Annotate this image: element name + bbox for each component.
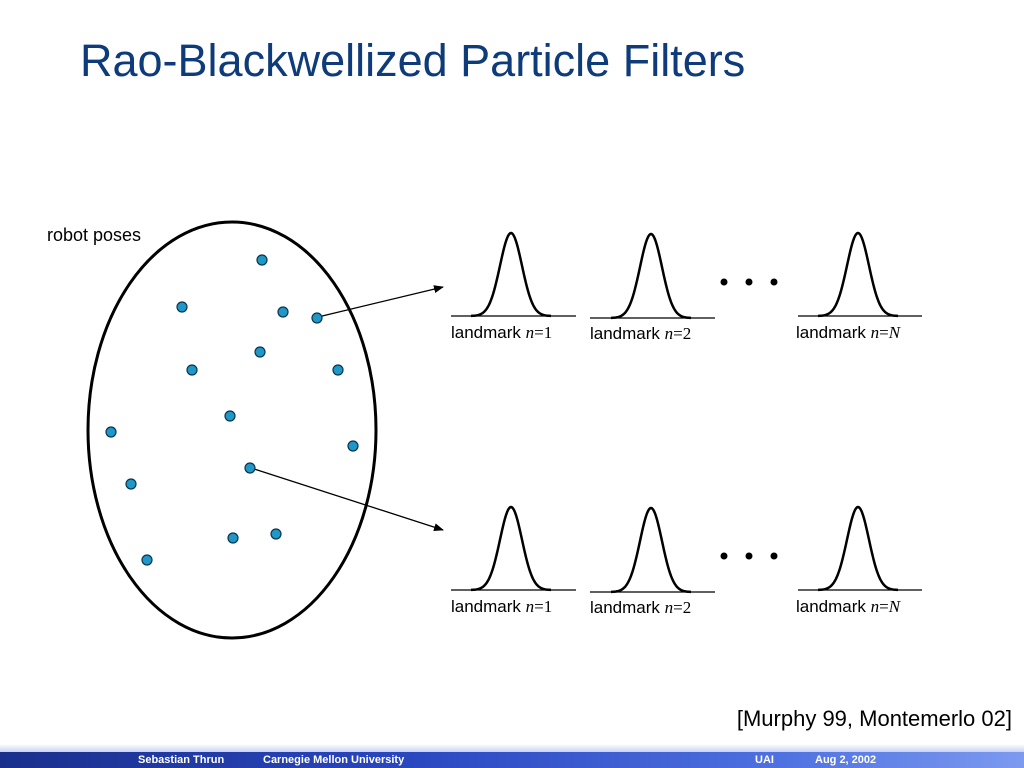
particle-9 <box>105 426 117 438</box>
ellipsis-dot-row2-1 <box>720 552 728 560</box>
ellipsis-dot-row1-1 <box>720 278 728 286</box>
landmark-label-row1-2: landmark n=2 <box>590 324 692 343</box>
footer-venue: UAI <box>755 754 774 766</box>
landmark-label-row2-1: landmark n=1 <box>451 597 553 616</box>
footer-bar: Sebastian Thrun Carnegie Mellon Universi… <box>0 752 1024 768</box>
slide-title: Rao-Blackwellized Particle Filters <box>80 35 746 86</box>
ellipsis-dot-row1-2 <box>745 278 753 286</box>
ellipsis-dot-row2-2 <box>745 552 753 560</box>
ellipsis-dot-row1-3 <box>770 278 778 286</box>
particles <box>105 254 359 566</box>
particle-2 <box>176 301 188 313</box>
particle-4 <box>311 312 323 324</box>
ellipsis-dot-row2-3 <box>770 552 778 560</box>
gaussian-curve-1 <box>470 231 552 318</box>
arrow-upper <box>317 285 444 318</box>
particle-15 <box>141 554 153 566</box>
gaussian-curve-2 <box>610 232 692 320</box>
ellipsis-dots <box>720 278 778 560</box>
landmark-label-row1-1: landmark n=1 <box>451 323 553 342</box>
particle-10 <box>347 440 359 452</box>
gaussian-curve-6 <box>817 505 899 592</box>
particle-5 <box>254 346 266 358</box>
landmark-gaussians <box>451 231 922 594</box>
particle-8 <box>224 410 236 422</box>
citation: [Murphy 99, Montemerlo 02] <box>736 706 1012 731</box>
landmark-label-row1-N: landmark n=N <box>796 323 901 342</box>
particle-11 <box>244 462 256 474</box>
gaussian-curve-4 <box>470 505 552 592</box>
landmark-label-row2-2: landmark n=2 <box>590 598 692 617</box>
footer-date: Aug 2, 2002 <box>815 754 877 766</box>
footer-fade <box>0 744 1024 752</box>
arrow-lower <box>250 467 444 532</box>
robot-poses-label: robot poses <box>47 225 142 245</box>
particle-3 <box>277 306 289 318</box>
pose-ellipse <box>86 220 378 640</box>
particle-12 <box>125 478 137 490</box>
gaussian-curve-5 <box>610 506 692 594</box>
particle-13 <box>227 532 239 544</box>
landmark-label-row2-N: landmark n=N <box>796 597 901 616</box>
particle-7 <box>332 364 344 376</box>
footer-author: Sebastian Thrun <box>138 754 225 766</box>
particle-1 <box>256 254 268 266</box>
footer-institution: Carnegie Mellon University <box>263 754 405 766</box>
particle-6 <box>186 364 198 376</box>
particle-14 <box>270 528 282 540</box>
gaussian-curve-3 <box>817 231 899 318</box>
